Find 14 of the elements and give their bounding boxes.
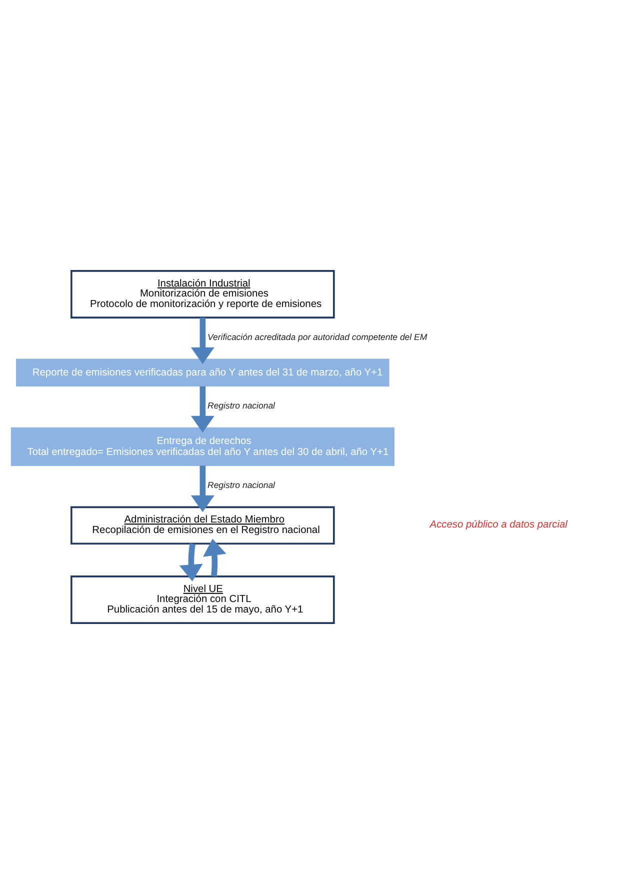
edge-label: Verificación acreditada por autoridad competente del EM — [208, 332, 428, 342]
arrow — [190, 466, 214, 512]
node-box: Reporte de emisiones verificadas para año Y antes del 31 de marzo, año Y+1 — [16, 358, 390, 386]
node-box: Administración del Estado Miembro Recopilación de emisiones en el Registro nacional — [70, 506, 335, 545]
arrow — [190, 386, 214, 433]
arrow — [179, 543, 203, 582]
node-box: Instalación Industrial Monitorización de emisiones Protocolo de monitorización y reporte de emisiones — [70, 270, 335, 318]
arrow — [190, 318, 214, 364]
node-box: Nivel UE Integración con CITL Publicación antes del 15 de mayo, año Y+1 — [70, 576, 335, 624]
edge-label: Registro nacional — [208, 480, 275, 490]
arrow — [203, 538, 226, 577]
edge-label: Registro nacional — [208, 400, 275, 410]
node-box: Entrega de derechos Total entregado= Emisiones verificadas del año Y antes del 30 de abril, año Y+1 — [10, 427, 394, 466]
label: Acceso público a datos parcial — [430, 519, 568, 530]
